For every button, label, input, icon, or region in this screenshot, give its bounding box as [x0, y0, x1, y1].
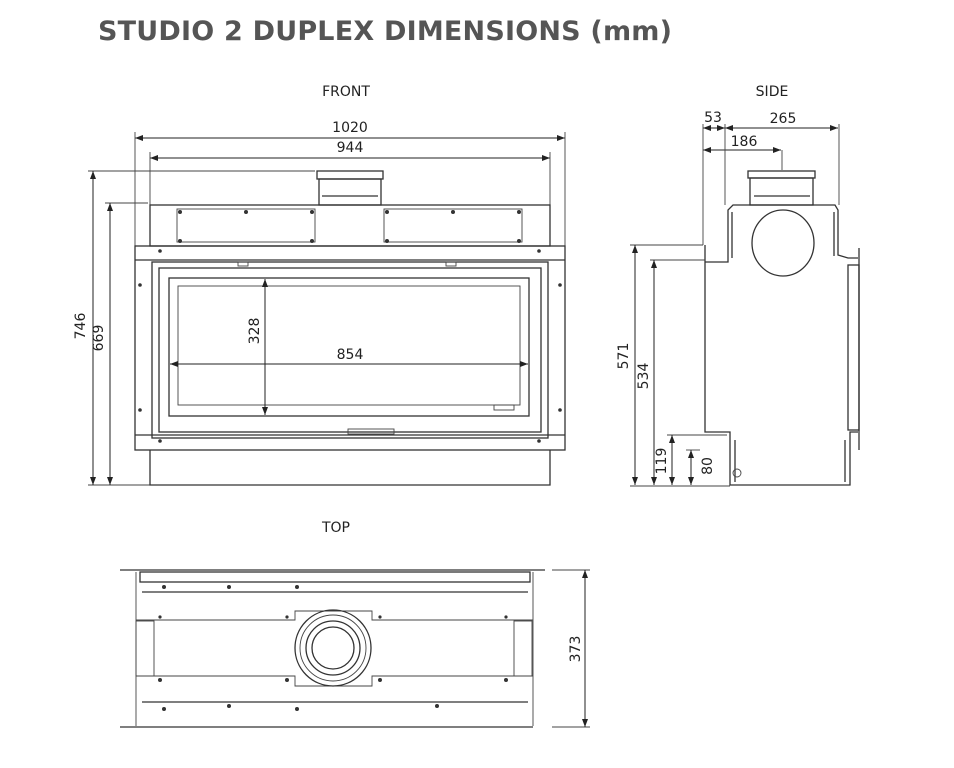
- dim-label-186: 186: [731, 134, 758, 150]
- dim-label-571: 571: [616, 343, 632, 370]
- page-title: STUDIO 2 DUPLEX DIMENSIONS (mm): [98, 16, 673, 47]
- side-view: SIDE 53 265 186 571: [616, 84, 860, 487]
- top-view-label: TOP: [321, 520, 350, 536]
- dim-label-746: 746: [73, 313, 89, 340]
- dim-label-854: 854: [337, 347, 364, 363]
- dim-label-328: 328: [247, 318, 263, 345]
- dim-label-265: 265: [770, 111, 797, 127]
- side-view-label: SIDE: [756, 84, 789, 100]
- dim-label-53: 53: [704, 110, 722, 126]
- dim-label-944: 944: [337, 140, 364, 156]
- dim-label-1020: 1020: [332, 120, 368, 136]
- dim-label-669: 669: [91, 325, 107, 352]
- front-view-label: FRONT: [322, 84, 370, 100]
- dim-label-534: 534: [636, 363, 652, 390]
- top-view: TOP 373: [120, 520, 590, 728]
- dim-label-119: 119: [654, 448, 670, 475]
- front-view: FRONT 1020 944 746 669: [73, 84, 566, 486]
- dim-label-80: 80: [700, 457, 716, 475]
- dim-label-373: 373: [568, 636, 584, 663]
